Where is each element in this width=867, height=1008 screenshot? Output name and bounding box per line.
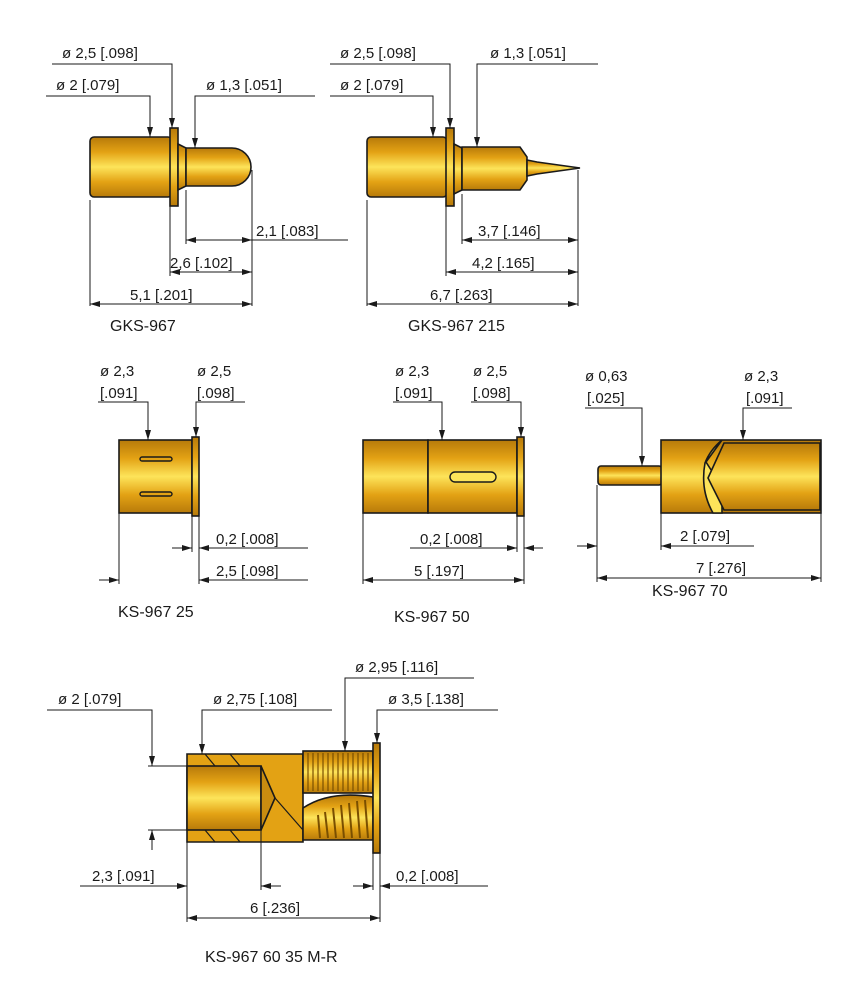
dim-label: 2 [.079] xyxy=(680,528,730,545)
body xyxy=(89,136,173,198)
dim-label: 7 [.276] xyxy=(696,560,746,577)
part-gks-967-215: ø 2,5 [.098] ø 2 [.079] ø 1,3 [.051] 3,7… xyxy=(330,45,598,335)
part-name: KS-967 25 xyxy=(118,604,194,621)
part-name: KS-967 70 xyxy=(652,583,728,600)
part-name: GKS-967 215 xyxy=(408,318,505,335)
dim-label: [.091] xyxy=(395,385,433,402)
dim-label: ø 2,3 xyxy=(395,363,429,380)
dim-label: [.098] xyxy=(473,385,511,402)
dim-label: 2,6 [.102] xyxy=(170,255,233,272)
part-name: KS-967 60 35 M-R xyxy=(205,949,338,966)
part-ks-967-25: ø 2,3 [.091] ø 2,5 [.098] 0,2 [.008] 2,5… xyxy=(98,363,308,621)
dim-label: ø 3,5 [.138] xyxy=(388,691,464,708)
dim-label: 3,7 [.146] xyxy=(478,223,541,240)
dim-label: 5 [.197] xyxy=(414,563,464,580)
dim-label: ø 2,5 xyxy=(197,363,231,380)
dim-label: ø 2,5 [.098] xyxy=(340,45,416,62)
dim-label: ø 1,3 [.051] xyxy=(206,77,282,94)
dim-label: ø 2,95 [.116] xyxy=(355,659,438,676)
dim-label: 5,1 [.201] xyxy=(130,287,193,304)
dim-label: ø 2,5 [.098] xyxy=(62,45,138,62)
dim-label: 0,2 [.008] xyxy=(216,531,279,548)
dim-label: [.091] xyxy=(100,385,138,402)
part-name: KS-967 50 xyxy=(394,609,470,626)
plunger xyxy=(185,147,252,187)
dim-label: ø 2 [.079] xyxy=(56,77,119,94)
part-ks-967-70: ø 0,63 [.025] ø 2,3 [.091] 2 [.079] 7 [.… xyxy=(577,368,822,600)
dim-label: ø 2,5 xyxy=(473,363,507,380)
dim-label: ø 2,3 xyxy=(744,368,778,385)
part-ks-967-50: ø 2,3 [.091] ø 2,5 [.098] 0,2 [.008] 5 [… xyxy=(362,363,543,626)
dim-label: 0,2 [.008] xyxy=(420,531,483,548)
dim-label: ø 2,75 [.108] xyxy=(213,691,297,708)
dim-label: ø 1,3 [.051] xyxy=(490,45,566,62)
dim-label: 2,1 [.083] xyxy=(256,223,319,240)
part-gks-967: ø 2,5 [.098] ø 2 [.079] ø 1,3 [.051] 2,1… xyxy=(46,45,348,335)
dim-label: 6,7 [.263] xyxy=(430,287,493,304)
dim-label: [.098] xyxy=(197,385,235,402)
dim-label: ø 2 [.079] xyxy=(58,691,121,708)
dim-label: 2,5 [.098] xyxy=(216,563,279,580)
dim-label: 0,2 [.008] xyxy=(396,868,459,885)
flange xyxy=(169,127,179,207)
part-ks-967-60-35-m-r: ø 2 [.079] ø 2,75 [.108] ø 2,95 [.116] ø… xyxy=(47,659,498,966)
dim-label: 6 [.236] xyxy=(250,900,300,917)
dim-label: 4,2 [.165] xyxy=(472,255,535,272)
part-name: GKS-967 xyxy=(110,318,176,335)
dim-label: ø 2 [.079] xyxy=(340,77,403,94)
dim-label: [.091] xyxy=(746,390,784,407)
dim-label: ø 0,63 xyxy=(585,368,628,385)
dim-label: ø 2,3 xyxy=(100,363,134,380)
dim-label: [.025] xyxy=(587,390,625,407)
dim-label: 2,3 [.091] xyxy=(92,868,155,885)
